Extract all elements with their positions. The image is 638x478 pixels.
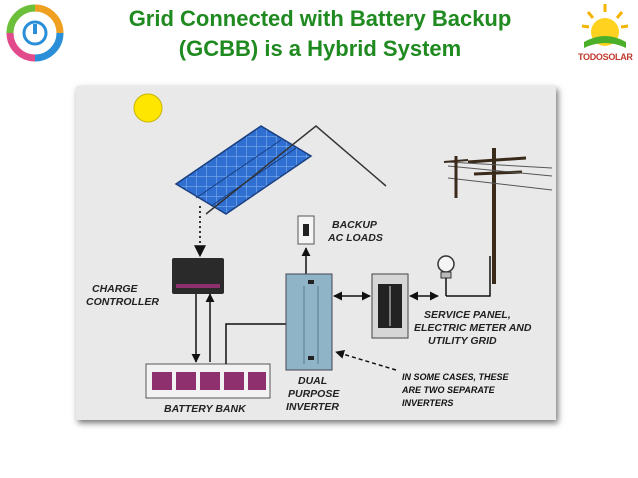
- service-panel-icon: [371, 273, 409, 339]
- utility-pole-icon: [443, 148, 553, 284]
- app-logo: [6, 4, 64, 62]
- inverter-icon: [285, 273, 333, 371]
- roof-outline: [205, 125, 387, 215]
- electric-meter-icon: [437, 255, 455, 296]
- inverter-label-1: DUAL: [298, 375, 327, 387]
- service-label-3: UTILITY GRID: [428, 335, 497, 347]
- sun-icon: [133, 93, 163, 123]
- slide-title: Grid Connected with Battery Backup (GCBB…: [70, 4, 570, 64]
- title-line-2: (GCBB) is a Hybrid System: [178, 36, 462, 61]
- inverter-label-2: PURPOSE: [288, 388, 340, 400]
- sun-logo-icon: [581, 4, 629, 48]
- battery-bank-label: BATTERY BANK: [164, 403, 247, 415]
- note-line-1: IN SOME CASES, THESE: [402, 372, 510, 382]
- backup-ac-loads-icon: [297, 215, 315, 245]
- system-diagram: CHARGE CONTROLLER BATTERY BANK BACKUP AC…: [86, 93, 553, 415]
- charge-controller-label-1: CHARGE: [92, 283, 138, 295]
- title-line-1: Grid Connected with Battery Backup: [128, 6, 512, 31]
- brand-name: TODOSOLAR: [578, 52, 633, 62]
- diagram-panel: CHARGE CONTROLLER BATTERY BANK BACKUP AC…: [76, 86, 556, 420]
- solar-array-icon: [174, 125, 313, 215]
- service-label-1: SERVICE PANEL,: [424, 309, 511, 321]
- note-line-3: INVERTERS: [402, 398, 453, 408]
- backup-loads-label-1: BACKUP: [332, 219, 378, 231]
- charge-controller-icon: [172, 258, 224, 294]
- todosolar-logo: TODOSOLAR: [578, 2, 633, 68]
- note-line-2: ARE TWO SEPARATE: [401, 385, 496, 395]
- inverter-label-3: INVERTER: [286, 401, 339, 413]
- backup-loads-label-2: AC LOADS: [327, 232, 383, 244]
- charge-controller-label-2: CONTROLLER: [86, 296, 159, 308]
- battery-bank-icon: [145, 363, 271, 399]
- service-label-2: ELECTRIC METER AND: [414, 322, 532, 334]
